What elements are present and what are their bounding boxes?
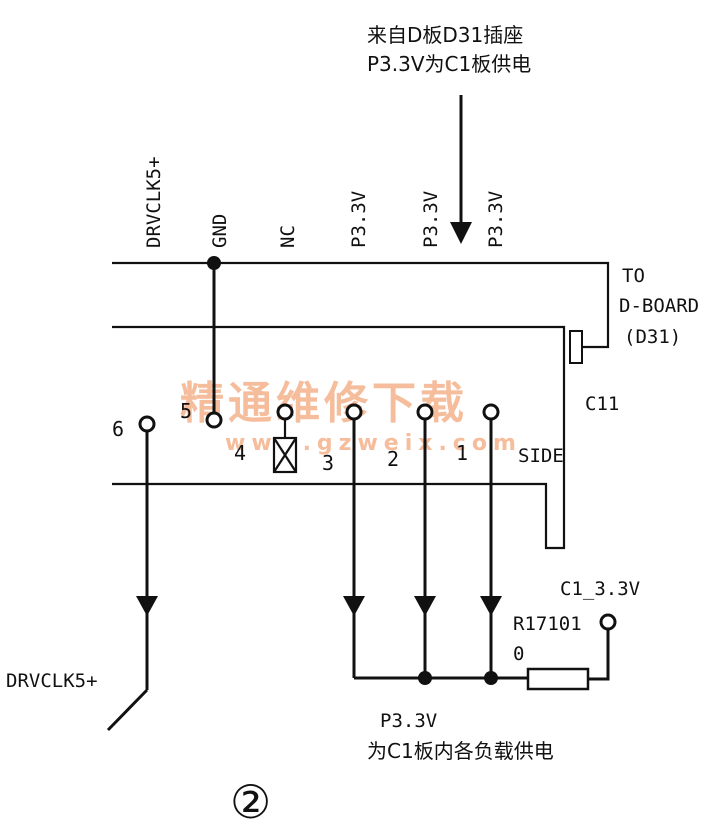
source-note-line1: 来自D板D31插座	[367, 23, 523, 47]
pin-6-arrow	[136, 596, 158, 616]
header-p33-c: P3.3V	[485, 191, 507, 248]
pin-2-pad	[416, 403, 434, 421]
figure-marker: ②	[230, 775, 271, 829]
bus-junction-pin1	[484, 671, 498, 685]
bus-junction-pin2	[418, 671, 432, 685]
resistor-output-wire	[588, 630, 610, 681]
connector-body-outline	[112, 325, 566, 550]
pin-3-arrow	[343, 596, 365, 616]
pin-2-number: 2	[387, 447, 399, 471]
connector-latch	[569, 330, 583, 364]
resistor-ref-label: R17101	[513, 613, 582, 635]
test-point-label: C1_3.3V	[560, 578, 640, 600]
source-arrow-head	[450, 222, 472, 244]
to-label-line3: (D31)	[624, 326, 681, 348]
test-point-pad	[599, 613, 617, 631]
pin-3-number: 3	[322, 451, 334, 475]
header-nc: NC	[277, 225, 299, 248]
pin-6-wire-diagonal	[106, 688, 149, 732]
pin-6-number: 6	[112, 417, 124, 441]
pin-3-pad	[345, 403, 363, 421]
resistor-r17101	[526, 667, 590, 691]
pin-1-arrow	[480, 596, 502, 616]
to-label-line2: D-BOARD	[619, 295, 699, 317]
watermark-url: www.gzweix.com	[225, 431, 522, 456]
watermark-title: 精通维修下载	[180, 378, 468, 429]
connector-side-label: SIDE	[518, 445, 564, 467]
connector-top-edge	[112, 261, 610, 349]
header-p33-b: P3.3V	[420, 191, 442, 248]
nc-marker-cross-b	[273, 437, 297, 473]
resistor-value-label: 0	[513, 643, 524, 665]
pin-5-pad	[205, 411, 223, 429]
header-drvclk: DRVCLK5+	[143, 156, 165, 248]
source-note-line2: P3.3V为C1板供电	[367, 52, 531, 76]
header-gnd: GND	[209, 214, 231, 248]
pin-5-number: 5	[180, 399, 192, 423]
header-p33-a: P3.3V	[348, 191, 370, 248]
pin-4-pad	[276, 403, 294, 421]
pin-1-number: 1	[456, 441, 468, 465]
to-label-line1: TO	[622, 265, 645, 287]
pin-1-pad	[482, 403, 500, 421]
connector-ref-label: C11	[585, 393, 619, 415]
supply-note-line2: 为C1板内各负载供电	[367, 739, 554, 763]
pin-6-pad	[138, 415, 156, 433]
pin-2-arrow	[414, 596, 436, 616]
drvclk-output-label: DRVCLK5+	[6, 670, 98, 692]
pin-4-number: 4	[234, 441, 246, 465]
supply-note-line1: P3.3V	[380, 710, 437, 732]
